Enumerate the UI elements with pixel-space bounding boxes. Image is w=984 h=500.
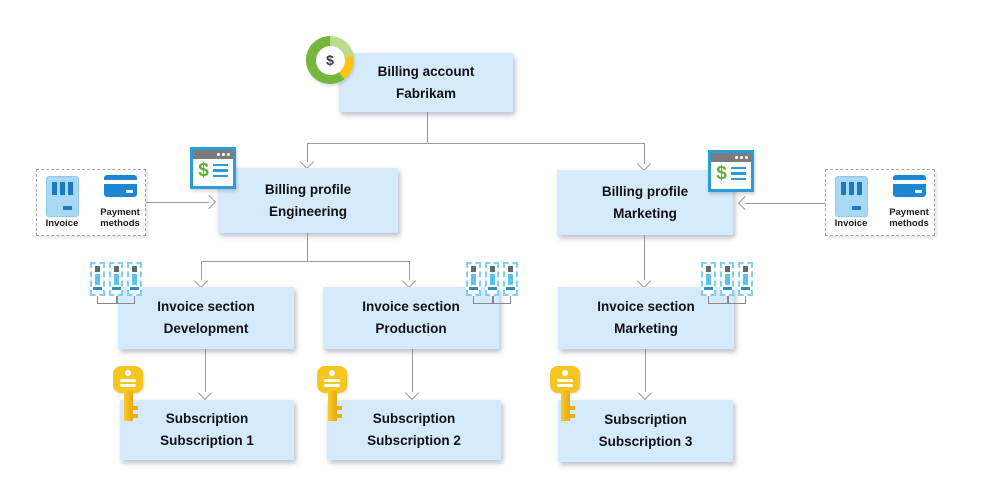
statement-lines	[212, 163, 228, 178]
connector-line	[745, 203, 825, 205]
window-dot	[745, 156, 748, 159]
invoice-group-icon	[701, 262, 754, 304]
dollar-sign: $	[716, 163, 727, 184]
window-dot	[217, 153, 220, 156]
arrowhead-left-icon	[737, 195, 753, 211]
connector-line	[307, 233, 309, 261]
node-label-line1: Billing profile	[264, 181, 352, 197]
group-bracket	[97, 296, 135, 304]
arrowhead-down-icon	[299, 154, 315, 170]
group-bracket	[708, 296, 746, 304]
payment-methods-item: Payment methods	[885, 165, 933, 230]
billing-statement-icon: $	[708, 150, 754, 192]
node-label-line1: Invoice section	[157, 299, 255, 315]
node-label-line2: Subscription 1	[160, 433, 254, 448]
arrowhead-right-icon	[201, 194, 217, 210]
invoice-label: Invoice	[45, 218, 79, 230]
invoice-item: Invoice	[38, 176, 86, 230]
node-invoice-section-production: Invoice section Production	[323, 287, 499, 349]
node-billing-account: Billing account Fabrikam	[339, 53, 513, 112]
dollar-sign: $	[198, 160, 209, 181]
invoice-icon	[834, 176, 868, 218]
invoice-icon	[45, 176, 79, 218]
node-label-line1: Subscription	[604, 412, 687, 428]
invoice-label: Invoice	[834, 218, 868, 230]
window-body: $	[711, 162, 751, 183]
billing-account-donut-icon: $	[306, 36, 354, 84]
arrowhead-down-icon	[637, 385, 653, 401]
node-subscription-2: Subscription Subscription 2	[327, 400, 501, 460]
node-billing-profile-engineering: Billing profile Engineering	[218, 168, 398, 233]
invoice-payment-panel-right: Invoice Payment methods	[825, 169, 935, 236]
node-label-line2: Marketing	[614, 321, 678, 336]
connector-line	[644, 235, 646, 280]
node-label-line2: Development	[163, 321, 249, 336]
node-billing-profile-marketing: Billing profile Marketing	[557, 170, 733, 235]
node-invoice-section-marketing: Invoice section Marketing	[558, 287, 734, 349]
connector-line	[307, 143, 644, 145]
window-titlebar	[193, 150, 233, 159]
window-dot	[740, 156, 743, 159]
node-invoice-section-development: Invoice section Development	[118, 287, 294, 349]
window-dot	[222, 153, 225, 156]
window-dot	[735, 156, 738, 159]
payment-methods-label: Payment methods	[100, 207, 140, 230]
arrowhead-down-icon	[636, 273, 652, 289]
node-label-line2: Engineering	[268, 203, 347, 219]
group-bracket	[473, 296, 511, 304]
connector-line	[205, 349, 207, 392]
key-icon	[549, 366, 581, 424]
arrowhead-down-icon	[401, 273, 417, 289]
node-label-line2: Fabrikam	[395, 85, 457, 101]
window-dot	[227, 153, 230, 156]
connector-line	[409, 261, 411, 280]
arrowhead-down-icon	[636, 156, 652, 172]
node-label-line2: Subscription 3	[598, 434, 693, 449]
window-body: $	[193, 159, 233, 180]
node-label-line1: Billing account	[377, 63, 475, 79]
connector-line	[412, 349, 414, 392]
connector-line	[427, 112, 429, 143]
connector-line	[644, 143, 646, 164]
node-label-line1: Subscription	[165, 411, 249, 427]
invoice-group-icon	[466, 262, 519, 304]
key-icon	[316, 366, 348, 424]
node-label-line1: Subscription	[372, 411, 456, 427]
node-label-line1: Billing profile	[601, 183, 689, 199]
node-label-line2: Marketing	[613, 205, 677, 221]
key-icon	[112, 366, 144, 424]
arrowhead-down-icon	[193, 273, 209, 289]
node-label-line2: Production	[375, 321, 447, 336]
connector-line	[146, 202, 209, 204]
node-subscription-1: Subscription Subscription 1	[120, 400, 294, 460]
invoice-group-icon	[90, 262, 143, 304]
connector-line	[201, 261, 203, 280]
invoice-item: Invoice	[827, 176, 875, 230]
node-label-line1: Invoice section	[597, 299, 695, 315]
payment-methods-item: Payment methods	[96, 165, 144, 230]
arrowhead-down-icon	[404, 385, 420, 401]
node-label-line2: Subscription 2	[367, 433, 461, 448]
statement-lines	[730, 166, 746, 181]
payment-card-icon	[103, 174, 137, 197]
node-subscription-3: Subscription Subscription 3	[558, 400, 733, 462]
node-label-line1: Invoice section	[362, 299, 460, 315]
payment-card-icon	[892, 174, 926, 197]
window-titlebar	[711, 153, 751, 162]
dollar-sign: $	[315, 45, 345, 75]
payment-methods-label: Payment methods	[889, 207, 929, 230]
arrowhead-down-icon	[197, 385, 213, 401]
connector-line	[201, 261, 409, 263]
connector-line	[645, 349, 647, 392]
invoice-payment-panel-left: Invoice Payment methods	[36, 169, 146, 236]
connector-line	[307, 143, 309, 162]
billing-statement-icon: $	[190, 147, 236, 189]
